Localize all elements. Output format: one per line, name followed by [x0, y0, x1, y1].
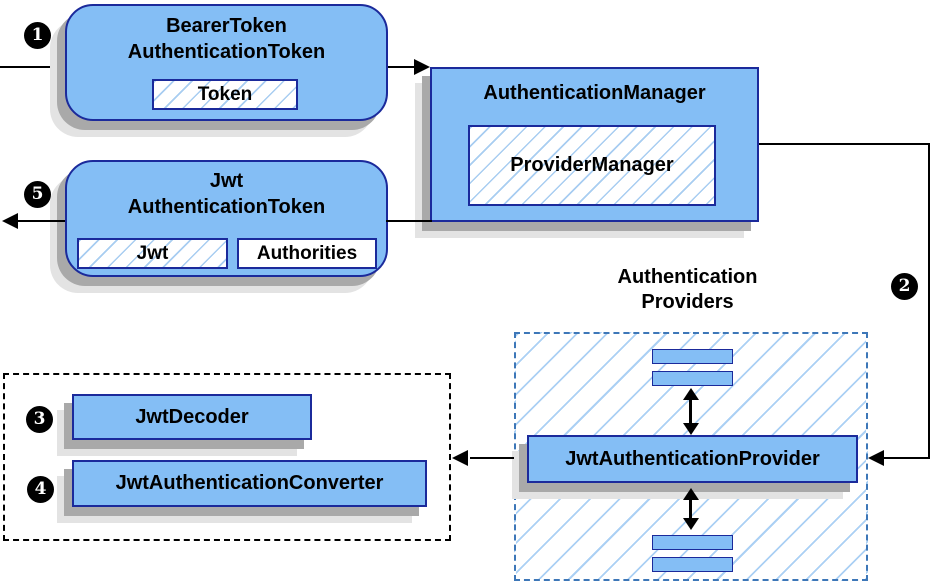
- connector-step2-top: [759, 143, 930, 145]
- authentication-manager-title: AuthenticationManager: [483, 82, 706, 104]
- jwt-field: Jwt: [77, 238, 228, 269]
- connector-step2-bottom: [884, 457, 930, 459]
- connector-request-in: [0, 66, 65, 68]
- step-badge-5-label: 5: [31, 184, 44, 204]
- jwt-authentication-converter-node: JwtAuthenticationConverter: [72, 460, 427, 507]
- jwt-token-title-line1: Jwt: [209, 170, 244, 192]
- provider-stub-bar: [652, 535, 733, 550]
- step-badge-4-label: 4: [34, 479, 47, 499]
- bearer-token-node: BearerToken AuthenticationToken Token: [65, 4, 388, 121]
- connector-bearer-to-manager: [388, 66, 415, 68]
- jwt-field-label: Jwt: [136, 242, 169, 264]
- connector-manager-to-jwt: [386, 220, 432, 222]
- step-badge-2: 2: [891, 273, 918, 300]
- jwt-token-title-line2: AuthenticationToken: [127, 196, 326, 218]
- arrowhead-to-provider: [868, 450, 884, 466]
- connector-step2-down: [928, 143, 930, 459]
- provider-manager-field: ProviderManager: [468, 125, 716, 206]
- arrowhead-down: [683, 423, 699, 435]
- token-field-label: Token: [197, 83, 253, 105]
- step-badge-3-label: 3: [33, 409, 46, 429]
- bearer-token-title-line2: AuthenticationToken: [127, 41, 326, 63]
- provider-stub-bar: [652, 557, 733, 572]
- jwt-token-title: Jwt AuthenticationToken: [67, 162, 386, 220]
- jwt-decoder-label: JwtDecoder: [135, 405, 249, 428]
- token-field: Token: [152, 79, 298, 110]
- step-badge-4: 4: [27, 476, 54, 503]
- authentication-manager-node: AuthenticationManager ProviderManager: [430, 67, 759, 222]
- authorities-field: Authorities: [237, 238, 377, 269]
- provider-stub-bar: [652, 349, 733, 364]
- jwt-token-node: Jwt AuthenticationToken Jwt Authorities: [65, 160, 388, 277]
- providers-group-title: Authentication Providers: [560, 265, 815, 315]
- connector-response-out: [15, 220, 65, 222]
- provider-stub-bar: [652, 371, 733, 386]
- step-badge-2-label: 2: [898, 276, 911, 296]
- arrowhead-to-manager: [414, 59, 430, 75]
- arrowhead-down: [683, 518, 699, 530]
- arrowhead-up: [683, 488, 699, 500]
- provider-manager-label: ProviderManager: [510, 154, 674, 176]
- providers-group-title-line2: Providers: [641, 291, 734, 313]
- double-arrow-top: [683, 388, 699, 435]
- jwt-authentication-converter-label: JwtAuthenticationConverter: [115, 472, 384, 494]
- jwt-decoder-node: JwtDecoder: [72, 394, 312, 440]
- step-badge-1: 1: [24, 22, 51, 49]
- arrowhead-up: [683, 388, 699, 400]
- bearer-token-title-line1: BearerToken: [166, 15, 287, 37]
- jwt-authentication-provider-node: JwtAuthenticationProvider: [527, 435, 858, 483]
- double-arrow-bottom: [683, 488, 699, 530]
- connector-provider-to-decoder: [470, 457, 514, 459]
- arrowhead-to-decoder-group: [452, 450, 468, 466]
- step-badge-3: 3: [26, 406, 53, 433]
- providers-group-title-line1: Authentication: [617, 266, 758, 288]
- jwt-authentication-provider-label: JwtAuthenticationProvider: [565, 447, 820, 470]
- step-badge-1-label: 1: [31, 25, 44, 45]
- providers-group: JwtAuthenticationProvider: [514, 332, 868, 581]
- bearer-token-title: BearerToken AuthenticationToken: [67, 6, 386, 65]
- step-badge-5: 5: [24, 181, 51, 208]
- arrowhead-response-out: [2, 213, 18, 229]
- authorities-field-label: Authorities: [256, 242, 358, 264]
